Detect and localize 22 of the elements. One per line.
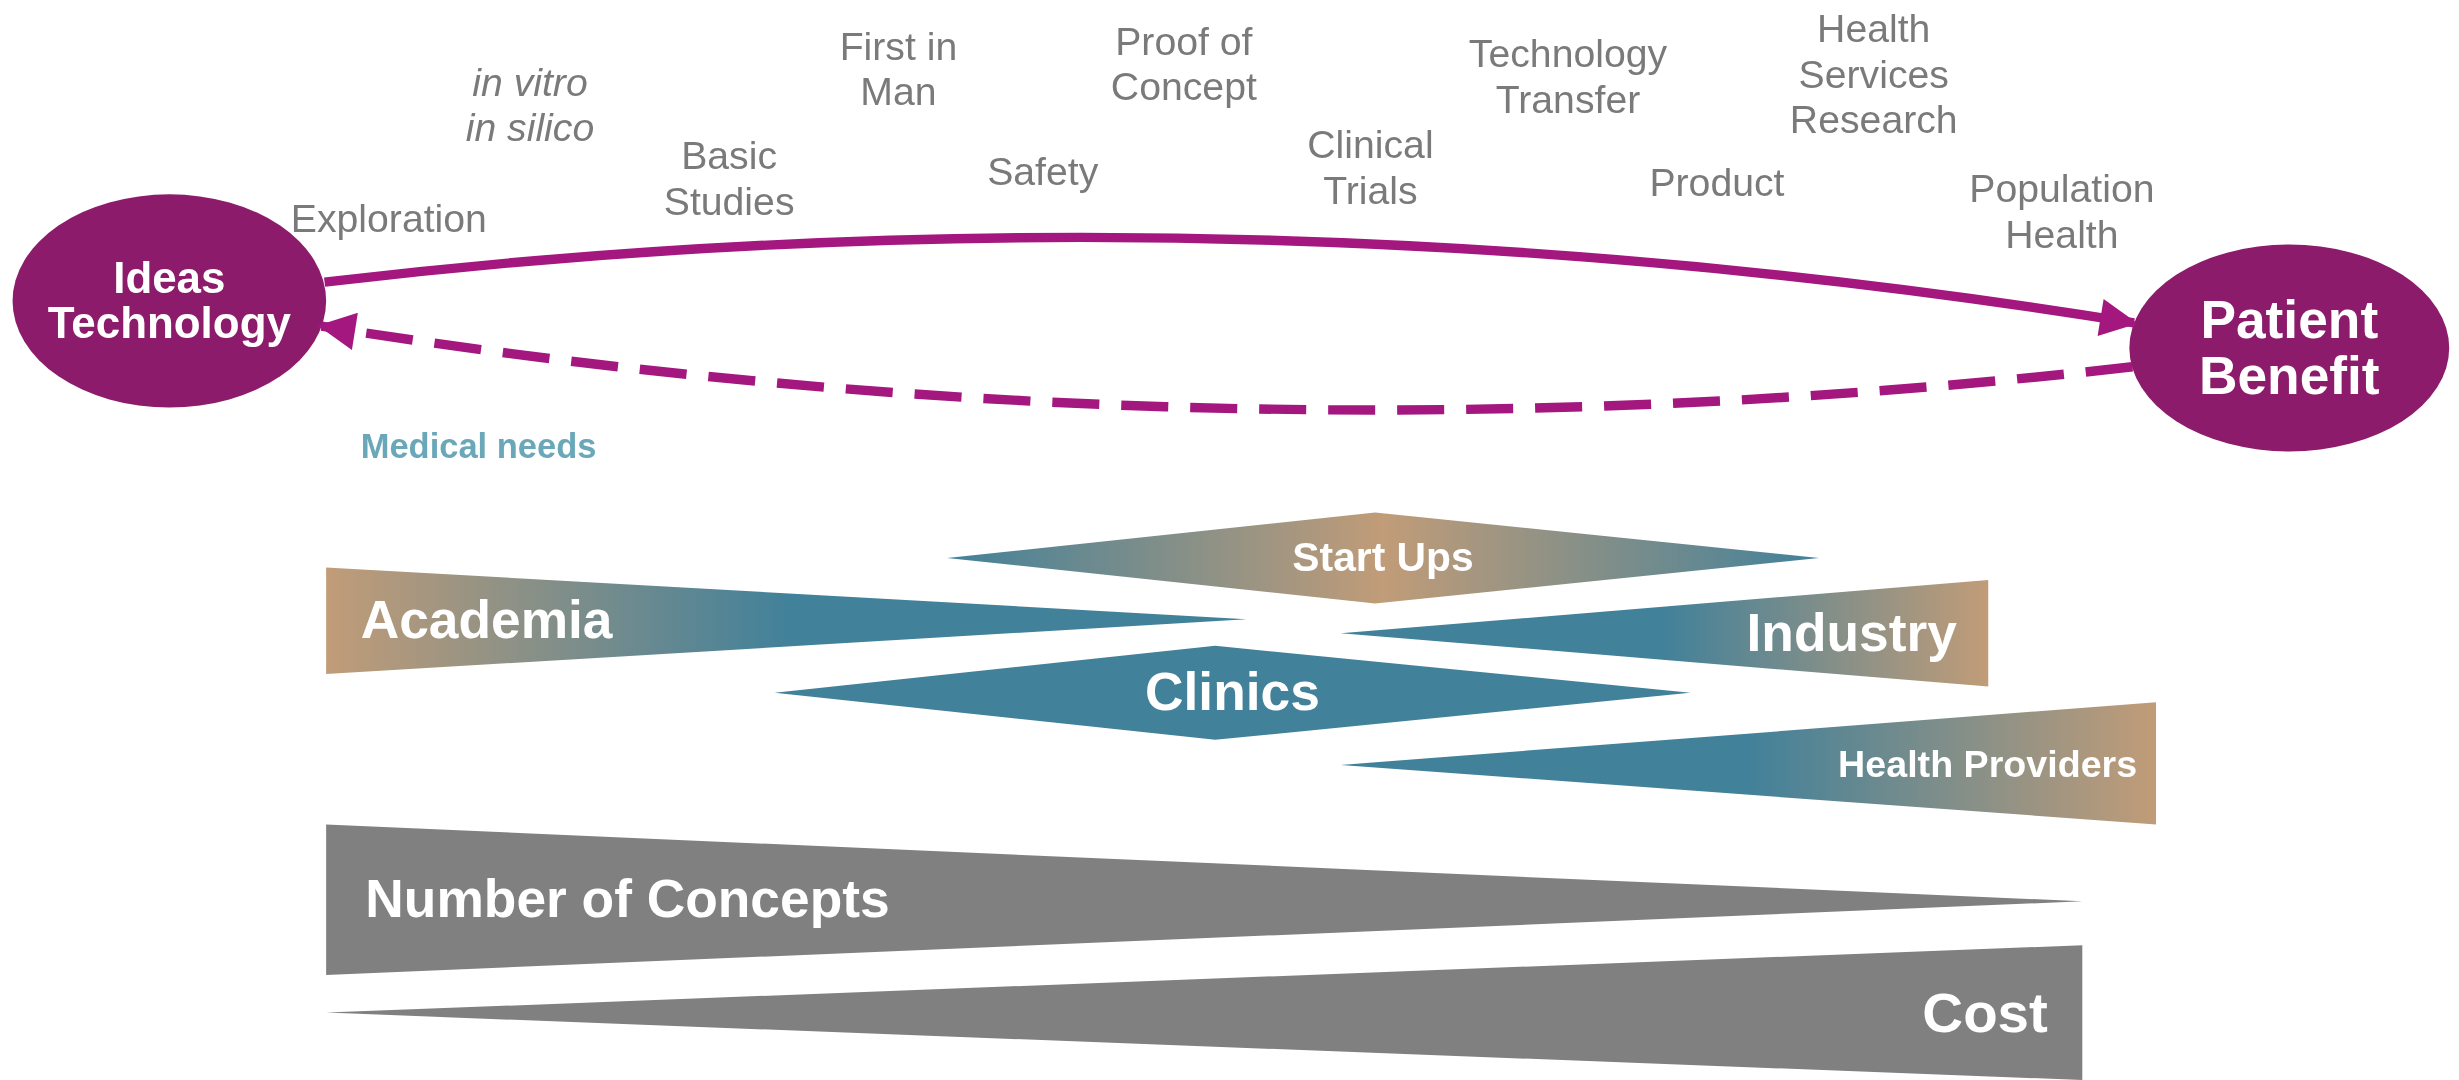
node-label: Number of Concepts — [365, 871, 890, 928]
stage-label: Clinical Trials — [1306, 122, 1435, 214]
stage-label: Safety — [987, 148, 1099, 195]
stage-label: in vitro in silico — [464, 59, 596, 151]
stage-label: Technology Transfer — [1467, 31, 1669, 123]
node-label: Industry — [1746, 605, 1957, 662]
node-label: Cost — [1922, 983, 2048, 1043]
stage-label: Proof of Concept — [1109, 18, 1258, 110]
node-label: Clinics — [1145, 664, 1320, 721]
stage-label: Product — [1649, 159, 1785, 206]
stage-label: Exploration — [290, 195, 487, 242]
stage-label: Population Health — [1968, 166, 2156, 258]
arrow — [317, 312, 2133, 415]
node-label: Patient Benefit — [2197, 292, 2381, 404]
stage-label: Basic Studies — [662, 133, 796, 225]
node-label: Start Ups — [1292, 536, 1474, 580]
node-label: Health Providers — [1838, 743, 2138, 784]
stage-label: First in Man — [839, 23, 958, 115]
stage-label: Health Services Research — [1788, 6, 1959, 143]
node-label: Ideas Technology — [46, 254, 292, 348]
node-label: Academia — [360, 592, 613, 649]
arrow — [324, 232, 2138, 337]
